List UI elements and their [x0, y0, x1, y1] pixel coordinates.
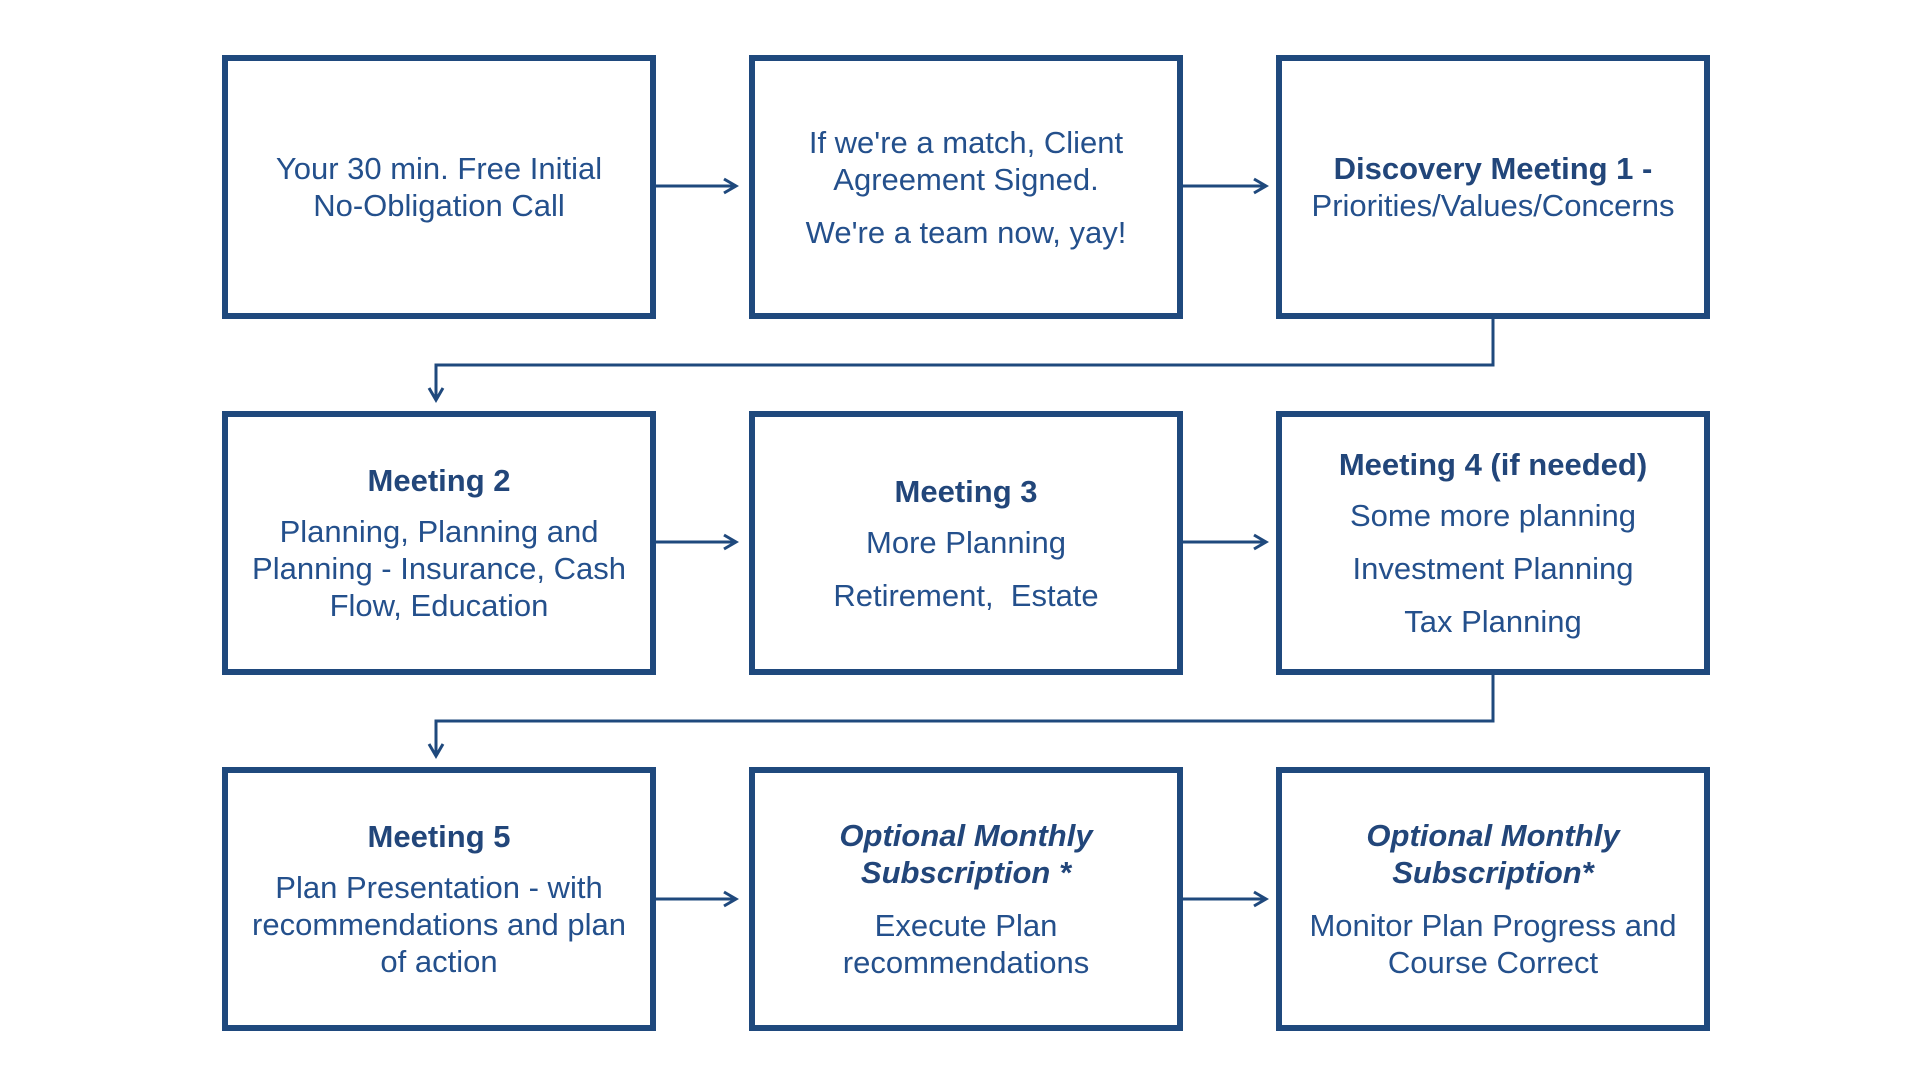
step-meeting-4-line1: Some more planning	[1349, 498, 1637, 533]
step-agreement-signed: If we're a match, Client Agreement Signe…	[749, 55, 1183, 319]
step-meeting-4-line3: Tax Planning	[1404, 604, 1582, 639]
step-meeting-2: Meeting 2 Planning, Planning and Plannin…	[222, 411, 656, 675]
step-discovery-meeting-1: Discovery Meeting 1 - Priorities/Values/…	[1276, 55, 1710, 319]
step-meeting-4-title: Meeting 4 (if needed)	[1338, 447, 1648, 482]
step-optional-execute: Optional Monthly Subscription * Execute …	[749, 767, 1183, 1031]
step-meeting-3-line1: More Planning	[866, 524, 1066, 560]
step-optional-execute-title: Optional Monthly Subscription *	[839, 818, 1093, 890]
step-meeting-5: Meeting 5 Plan Presentation - with recom…	[222, 767, 656, 1031]
step-optional-monitor: Optional Monthly Subscription* Monitor P…	[1276, 767, 1710, 1031]
step-meeting-5-title: Meeting 5	[367, 819, 511, 854]
arrow-6-to-7	[427, 674, 1495, 759]
step-agreement-text: If we're a match, Client Agreement Signe…	[808, 124, 1124, 197]
step-initial-call-text: Your 30 min. Free Initial No-Obligation …	[275, 151, 603, 223]
step-meeting-4: Meeting 4 (if needed) Some more planning…	[1276, 411, 1710, 675]
step-meeting-4-line2: Investment Planning	[1352, 551, 1634, 586]
step-team-text: We're a team now, yay!	[805, 214, 1127, 250]
step-optional-monitor-text: Monitor Plan Progress and Course Correct	[1309, 908, 1677, 980]
step-meeting-5-text: Plan Presentation - with recommendations…	[252, 870, 626, 979]
step-discovery-text: Priorities/Values/Concerns	[1311, 188, 1675, 223]
step-meeting-2-title: Meeting 2	[367, 463, 511, 498]
step-meeting-3-line2: Retirement, Estate	[833, 577, 1099, 613]
step-meeting-3: Meeting 3 More Planning Retirement, Esta…	[749, 411, 1183, 675]
step-meeting-3-title: Meeting 3	[894, 473, 1038, 509]
step-optional-monitor-title: Optional Monthly Subscription*	[1366, 818, 1620, 890]
step-meeting-2-text: Planning, Planning and Planning - Insura…	[252, 514, 626, 623]
step-optional-execute-text: Execute Plan recommendations	[842, 908, 1090, 980]
step-discovery-title: Discovery Meeting 1 -	[1333, 151, 1653, 186]
arrow-3-to-4	[427, 318, 1495, 403]
step-initial-call: Your 30 min. Free Initial No-Obligation …	[222, 55, 656, 319]
